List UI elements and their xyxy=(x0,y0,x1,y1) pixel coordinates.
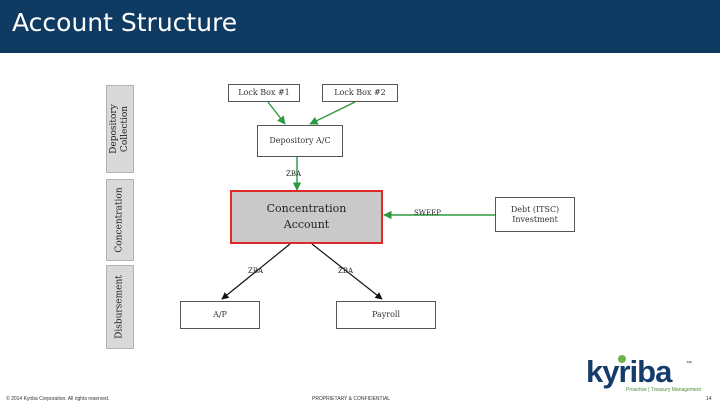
edge-label-zba-top: ZBA xyxy=(286,170,302,178)
logo-trademark: ™ xyxy=(686,361,692,367)
node-lockbox-1: Lock Box #1 xyxy=(228,84,300,102)
arrow-lockbox2-to-depository xyxy=(309,101,356,125)
footer-confidential: PROPRIETARY & CONFIDENTIAL xyxy=(312,396,391,402)
node-accounts-payable: A/P xyxy=(180,301,260,329)
side-label-text: Depository Collection xyxy=(109,104,130,154)
side-label-depository-collection: Depository Collection xyxy=(106,85,134,173)
page-title: Account Structure xyxy=(12,8,238,37)
arrow-concentration-to-payroll xyxy=(311,243,383,300)
logo-tagline: Proactive | Treasury Management xyxy=(626,387,701,393)
side-label-concentration: Concentration xyxy=(106,179,134,261)
edge-label-zba-left: ZBA xyxy=(248,267,264,275)
logo-dot-icon xyxy=(618,355,626,363)
side-label-disbursement: Disbursement xyxy=(106,265,134,349)
arrow-concentration-to-ap xyxy=(221,243,291,300)
arrow-lockbox1-to-depository xyxy=(267,101,286,125)
edge-label-zba-right: ZBA xyxy=(338,267,354,275)
title-bar: Account Structure xyxy=(0,0,720,53)
kyriba-logo: kyriba ™ Proactive | Treasury Management xyxy=(586,355,716,395)
side-label-text: Disbursement xyxy=(114,275,125,339)
footer-copyright: © 2014 Kyriba Corporation. All rights re… xyxy=(6,396,110,402)
side-label-text: Concentration xyxy=(114,187,125,253)
node-depository-account: Depository A/C xyxy=(257,125,343,157)
node-payroll: Payroll xyxy=(336,301,436,329)
node-debt-investment: Debt (ITSC) Investment xyxy=(495,197,575,232)
footer-page-number: 14 xyxy=(706,396,712,402)
edge-label-sweep: SWEEP xyxy=(414,209,441,217)
node-lockbox-2: Lock Box #2 xyxy=(322,84,398,102)
logo-wordmark: kyriba xyxy=(586,354,672,389)
node-concentration-account: Concentration Account xyxy=(230,190,383,244)
